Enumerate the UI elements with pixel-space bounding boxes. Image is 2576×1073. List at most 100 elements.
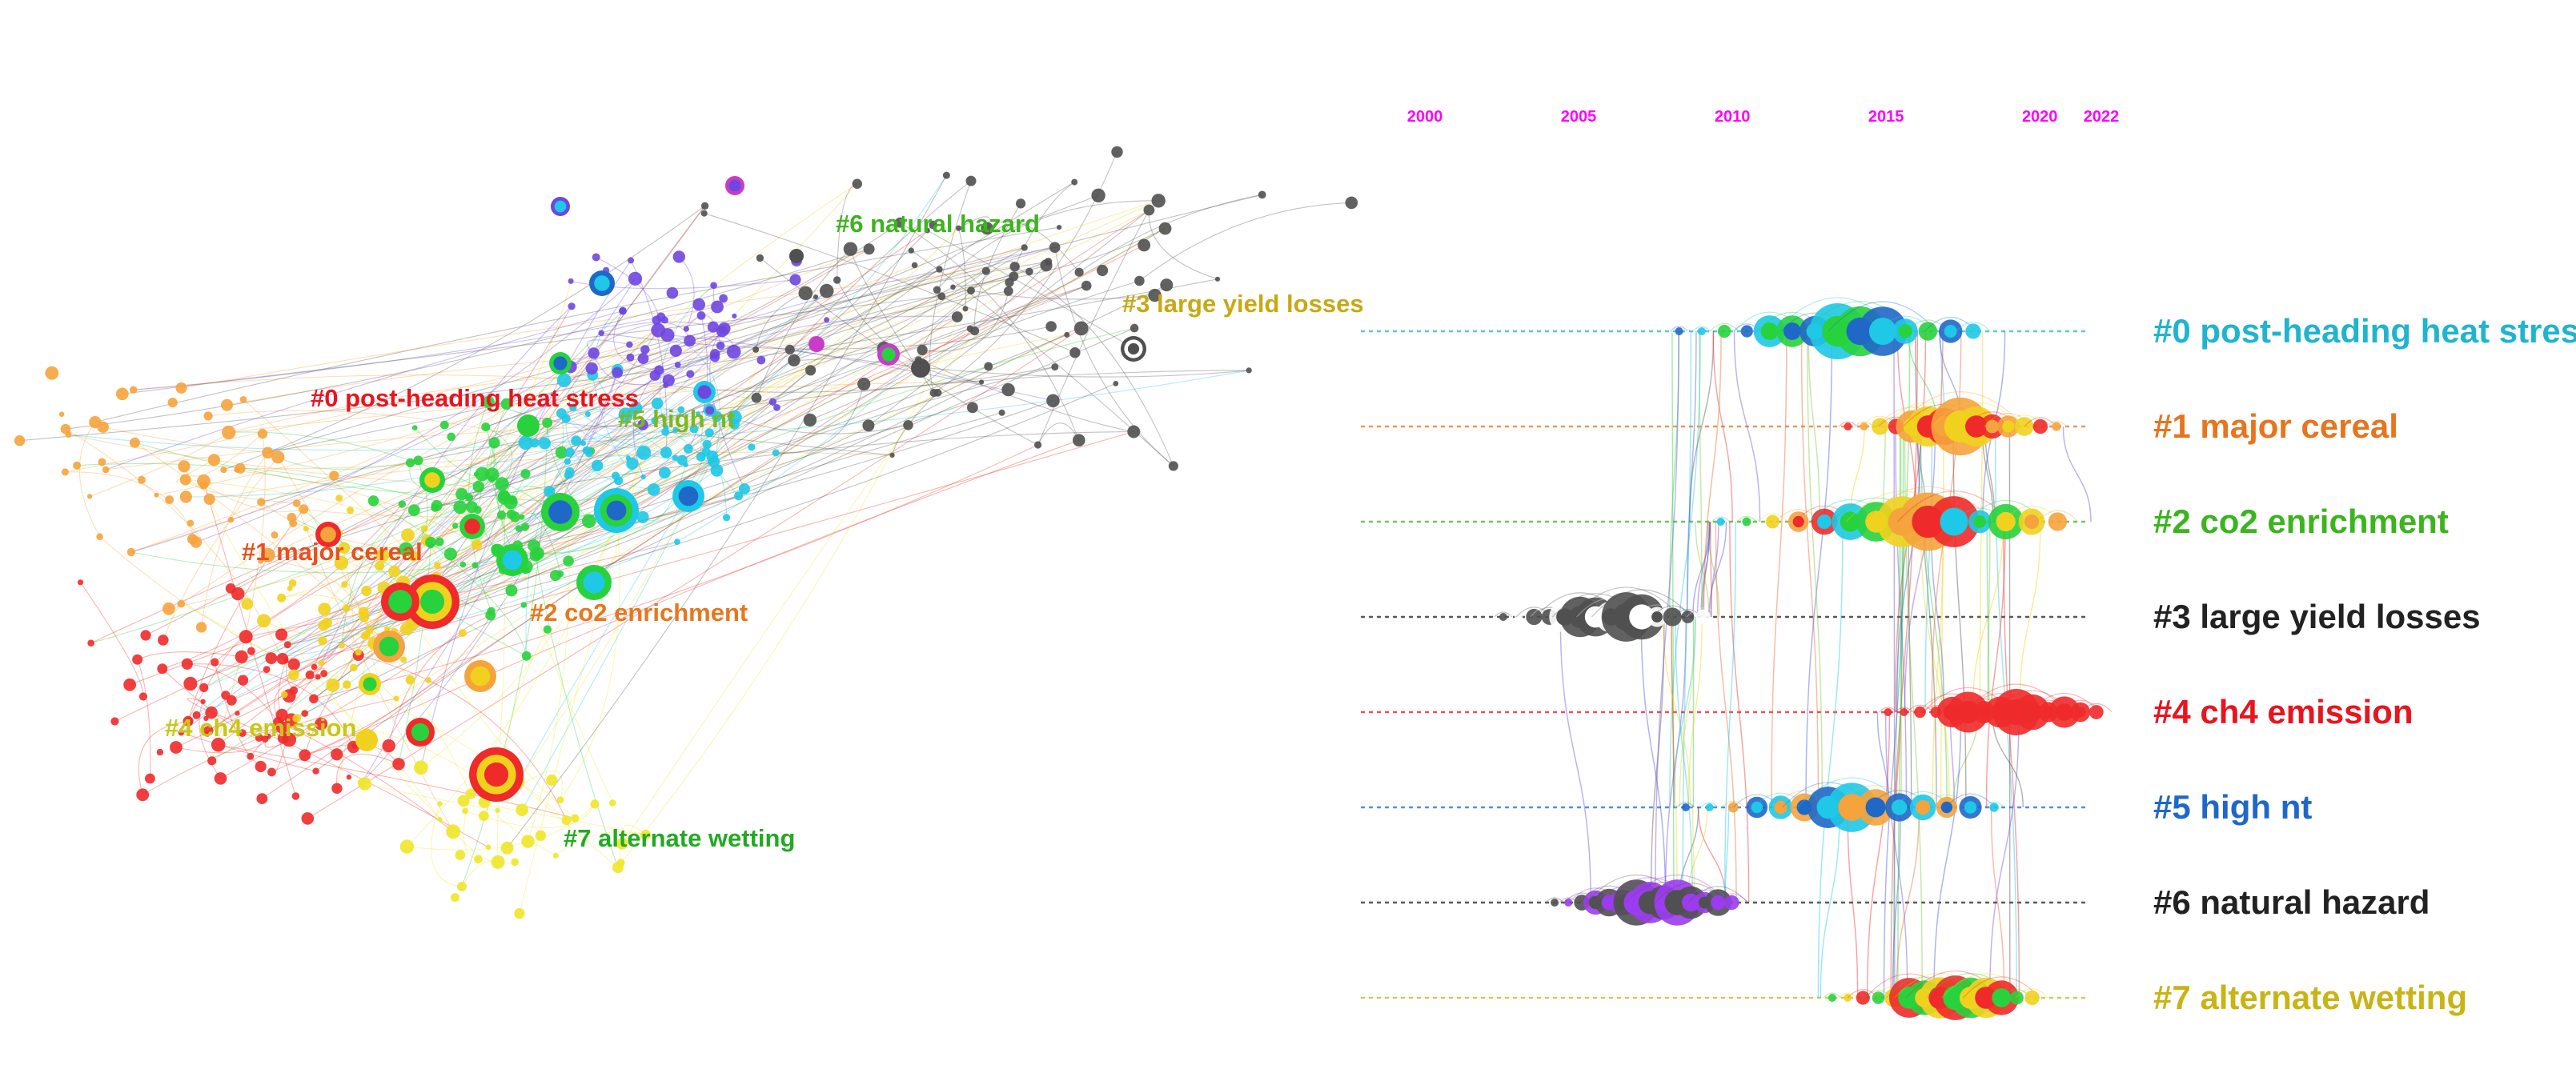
network-node <box>619 306 627 314</box>
network-node <box>315 674 321 680</box>
network-node <box>382 739 395 753</box>
network-edge <box>504 497 613 803</box>
network-edge <box>918 359 1134 433</box>
network-node <box>392 758 405 771</box>
network-node <box>163 602 175 615</box>
network-edge <box>518 780 619 868</box>
network-node <box>889 452 895 458</box>
timeline-node-core <box>1898 324 1912 338</box>
network-node <box>660 328 675 342</box>
network-node <box>784 344 795 354</box>
network-edge <box>561 413 714 462</box>
network-node <box>471 539 483 551</box>
timeline-node <box>1989 803 1999 812</box>
timeline-link <box>1679 616 1696 808</box>
network-node <box>275 708 288 722</box>
network-hub-node <box>484 762 509 787</box>
network-node <box>214 772 227 785</box>
network-node <box>439 420 449 430</box>
network-node <box>612 366 623 378</box>
timeline-node-core <box>1774 800 1788 815</box>
network-node <box>719 294 728 303</box>
network-node <box>616 838 628 850</box>
timeline-node-core <box>1629 604 1655 630</box>
network-edge <box>958 228 966 309</box>
network-edge <box>209 498 454 832</box>
timeline-node-core <box>1891 799 1908 815</box>
network-node <box>933 286 941 294</box>
network-edge <box>406 290 1009 630</box>
network-edge <box>1037 422 1080 446</box>
network-node <box>275 628 288 641</box>
network-node <box>981 222 993 235</box>
timeline-arc <box>1984 801 2005 808</box>
timeline-node <box>2009 991 2024 1005</box>
network-node <box>375 560 385 571</box>
network-node <box>495 807 500 813</box>
network-node <box>651 397 664 410</box>
network-edge <box>414 430 1134 511</box>
timeline-node <box>2015 417 2034 436</box>
network-node <box>561 815 572 825</box>
network-node <box>1148 288 1162 302</box>
network-node <box>1111 146 1123 158</box>
timeline-arc <box>1941 973 2031 999</box>
network-edge <box>397 595 576 819</box>
network-edge <box>250 306 572 757</box>
network-node <box>636 510 649 523</box>
network-edge <box>78 422 101 537</box>
network-edge <box>395 228 1166 699</box>
timeline-node <box>1844 994 1852 1002</box>
timeline-node <box>1900 708 1908 716</box>
network-node <box>734 491 744 501</box>
network-edge <box>436 310 624 506</box>
network-node <box>564 458 572 465</box>
timeline-node <box>1740 325 1753 338</box>
network-node <box>626 341 633 348</box>
network-node <box>318 603 331 616</box>
network-node <box>1049 242 1061 254</box>
network-node <box>102 466 110 474</box>
network-edge <box>281 594 364 613</box>
network-edge <box>617 270 987 527</box>
network-edge <box>560 526 620 801</box>
network-node <box>981 266 990 275</box>
network-node <box>756 254 764 262</box>
network-node <box>1046 394 1060 408</box>
network-node <box>257 614 271 628</box>
network-node <box>626 353 635 362</box>
network-node <box>238 729 247 737</box>
network-hub-node <box>697 385 712 399</box>
network-node <box>207 454 220 466</box>
timeline-node <box>1742 517 1751 526</box>
network-edge <box>789 349 1250 378</box>
network-edge <box>544 370 1250 444</box>
network-node <box>287 658 300 671</box>
network-node <box>320 670 328 678</box>
network-edge <box>712 269 940 457</box>
timeline-node <box>1872 418 1889 435</box>
timeline-link <box>1930 521 1945 713</box>
network-node <box>451 522 459 529</box>
timeline-link <box>1710 521 1719 618</box>
timeline-node <box>1515 612 1523 622</box>
timeline-node-core <box>1992 988 2012 1007</box>
network-node <box>200 699 206 704</box>
network-edge <box>620 290 972 863</box>
timeline-arc <box>1687 886 1748 903</box>
network-edge <box>430 514 502 552</box>
network-node <box>257 428 268 439</box>
network-edge <box>343 367 592 585</box>
network-hub-node <box>363 677 377 691</box>
network-edge <box>463 793 479 860</box>
network-node <box>716 325 728 338</box>
network-node <box>696 311 706 320</box>
network-edge <box>130 551 539 574</box>
network-hub-node <box>594 275 610 291</box>
timeline-link <box>1896 426 1921 713</box>
timeline-link <box>1724 521 1736 903</box>
network-node <box>334 555 349 571</box>
network-edge <box>278 721 454 832</box>
timeline-arc <box>1670 326 1689 332</box>
network-node <box>674 362 681 368</box>
